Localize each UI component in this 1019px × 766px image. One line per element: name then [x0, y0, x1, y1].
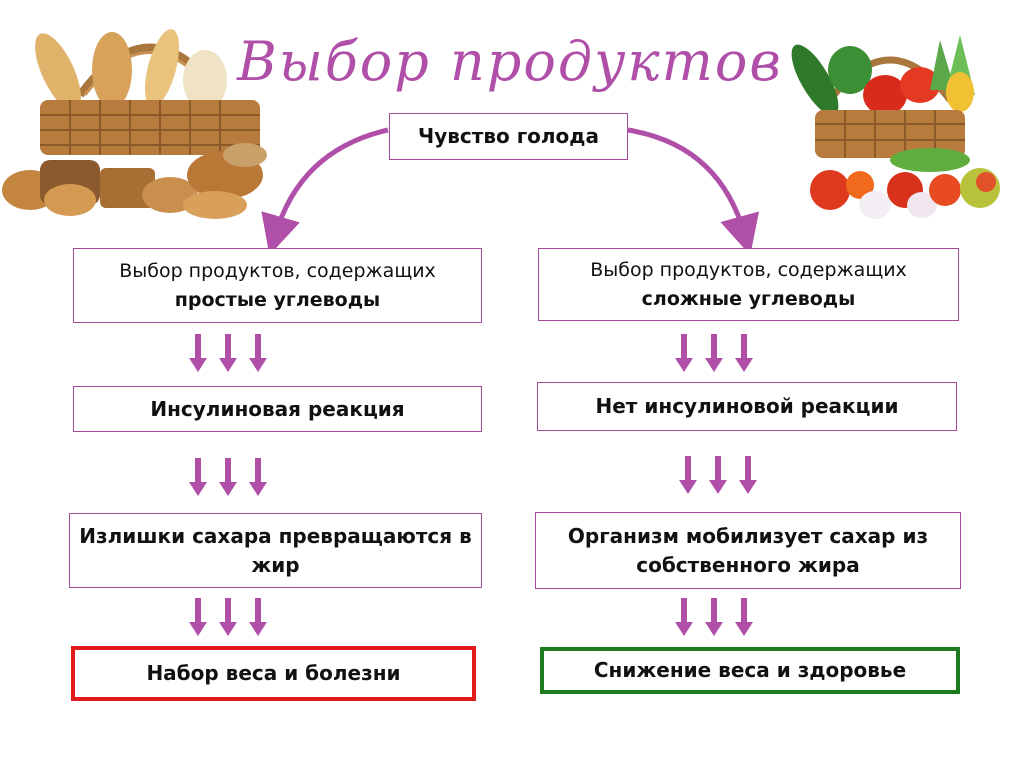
- down-arrow-2-2: [249, 598, 267, 636]
- right-effect-line2: собственного жира: [636, 552, 860, 577]
- down-arrow-4-2: [739, 456, 757, 494]
- right-effect-box: Организм мобилизует сахар из собственног…: [535, 512, 961, 589]
- down-arrow-1-0: [189, 458, 207, 496]
- right-choice-line2: сложные углеводы: [641, 287, 856, 310]
- down-arrow-4-0: [679, 456, 697, 494]
- left-result-box: Набор веса и болезни: [71, 646, 476, 701]
- right-reaction-box: Нет инсулиновой реакции: [537, 382, 957, 431]
- hunger-box: Чувство голода: [389, 113, 628, 160]
- down-arrow-groups: [189, 334, 757, 636]
- right-choice-box: Выбор продуктов, содержащих сложные угле…: [538, 248, 959, 321]
- down-arrow-1-1: [219, 458, 237, 496]
- right-reaction-label: Нет инсулиновой реакции: [595, 394, 899, 418]
- bread-basket-image: [2, 29, 267, 219]
- page-title: Выбор продуктов: [237, 30, 783, 93]
- left-reaction-label: Инсулиновая реакция: [150, 396, 405, 421]
- left-choice-box: Выбор продуктов, содержащих простые угле…: [73, 248, 482, 323]
- down-arrow-2-1: [219, 598, 237, 636]
- down-arrow-0-0: [189, 334, 207, 372]
- right-result-label: Снижение веса и здоровье: [593, 658, 907, 682]
- left-effect-box: Излишки сахара превращаются в жир: [69, 513, 482, 588]
- left-curved-arrow: [261, 127, 389, 256]
- down-arrow-2-0: [189, 598, 207, 636]
- down-arrow-5-0: [675, 598, 693, 636]
- down-arrow-0-1: [219, 334, 237, 372]
- left-reaction-box: Инсулиновая реакция: [73, 386, 482, 432]
- right-result-box: Снижение веса и здоровье: [540, 647, 960, 694]
- left-choice-line1: Выбор продуктов, содержащих: [119, 259, 436, 282]
- down-arrow-5-1: [705, 598, 723, 636]
- down-arrow-3-2: [735, 334, 753, 372]
- vegetable-basket-image: [791, 35, 1000, 219]
- right-choice-line1: Выбор продуктов, содержащих: [590, 258, 907, 281]
- hunger-label: Чувство голода: [418, 124, 599, 148]
- down-arrow-4-1: [709, 456, 727, 494]
- left-result-label: Набор веса и болезни: [146, 661, 401, 685]
- down-arrow-5-2: [735, 598, 753, 636]
- down-arrow-1-2: [249, 458, 267, 496]
- down-arrow-3-0: [675, 334, 693, 372]
- left-effect-line1: Излишки сахара превращаются в: [79, 523, 472, 548]
- down-arrow-3-1: [705, 334, 723, 372]
- down-arrow-0-2: [249, 334, 267, 372]
- right-effect-line1: Организм мобилизует сахар из: [567, 523, 929, 548]
- right-curved-arrow: [627, 127, 759, 256]
- left-choice-line2: простые углеводы: [174, 288, 381, 311]
- left-effect-line2: жир: [251, 552, 300, 577]
